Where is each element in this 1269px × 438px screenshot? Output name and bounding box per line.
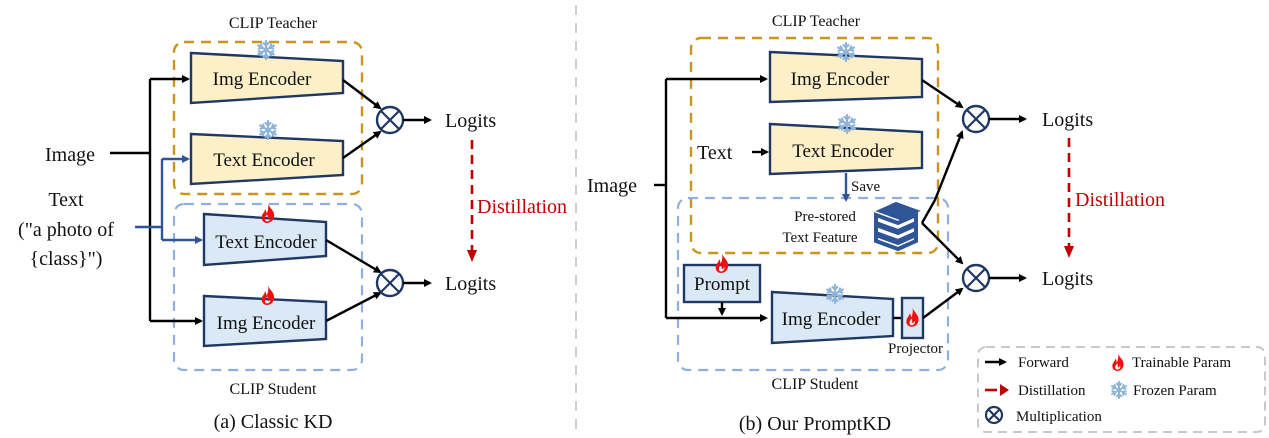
- svg-text:Distillation: Distillation: [1018, 383, 1086, 399]
- student-label-a: CLIP Student: [230, 381, 318, 398]
- student-text-encoder-a: [202, 212, 328, 267]
- student-text-encoder-a-label: Text Encoder: [215, 232, 317, 253]
- teacher-text-encoder-b-label: Text Encoder: [792, 141, 894, 162]
- teacher-img-encoder-b-label: Img Encoder: [791, 69, 890, 90]
- snowflake-icon: [257, 40, 275, 60]
- circled-times-icon: [961, 104, 991, 134]
- logits-bottom-b: Logits: [1042, 268, 1093, 290]
- student-box-a: [172, 202, 364, 372]
- logits-top-b: Logits: [1042, 109, 1093, 131]
- snowflake-icon: [1110, 381, 1128, 399]
- caption-b: (b) Our PromptKD: [739, 413, 891, 435]
- student-img-encoder-b: [770, 290, 895, 345]
- distillation-label-a: Distillation: [477, 196, 567, 218]
- snowflake-icon: [826, 284, 844, 304]
- logits-top-a: Logits: [445, 110, 496, 132]
- snowflake-icon: [837, 42, 855, 62]
- projector-label: Projector: [888, 341, 943, 357]
- flame-icon: [1112, 353, 1124, 371]
- input-text-a-line1: Text: [48, 189, 84, 211]
- logits-bottom-a: Logits: [445, 273, 496, 295]
- books-icon: [874, 201, 921, 252]
- student-img-encoder-a-label: Img Encoder: [217, 313, 316, 334]
- teacher-box-b: [689, 36, 940, 255]
- teacher-label-b: CLIP Teacher: [772, 13, 861, 30]
- input-image-a: Image: [45, 144, 95, 166]
- circled-times-icon: [984, 405, 1004, 425]
- svg-text:Frozen Param: Frozen Param: [1133, 383, 1217, 399]
- student-img-encoder-a: [202, 294, 328, 348]
- distillation-label-b: Distillation: [1075, 189, 1165, 211]
- input-image-b: Image: [587, 175, 637, 197]
- prompt-label: Prompt: [694, 274, 751, 295]
- teacher-img-encoder-a-label: Img Encoder: [213, 69, 312, 90]
- legend: Forward Distillation Multiplication Trai…: [977, 346, 1266, 433]
- snowflake-icon: [838, 114, 856, 134]
- student-box-b: [676, 196, 950, 372]
- teacher-img-encoder-b: [768, 50, 924, 104]
- student-img-encoder-b-label: Img Encoder: [782, 309, 881, 330]
- teacher-box-a: [172, 40, 364, 196]
- legend-forward: Forward: [985, 355, 1069, 371]
- prompt-box: [682, 263, 762, 304]
- svg-text:Multiplication: Multiplication: [1016, 409, 1102, 425]
- input-text-b: Text: [697, 142, 733, 164]
- panel-promptkd: CLIP Teacher CLIP Student Img Encoder Te…: [587, 13, 1165, 435]
- input-text-a-line2: ("a photo of: [18, 219, 114, 241]
- teacher-label-a: CLIP Teacher: [229, 15, 318, 32]
- panel-classic-kd: CLIP Teacher CLIP Student Img Encoder Te…: [18, 15, 567, 433]
- svg-text:Forward: Forward: [1018, 355, 1069, 371]
- teacher-text-encoder-b: [768, 122, 924, 176]
- svg-text:Trainable Param: Trainable Param: [1132, 355, 1231, 371]
- prestored-line1: Pre-stored: [794, 209, 856, 225]
- circled-times-icon: [375, 105, 405, 135]
- circled-times-icon: [375, 268, 405, 298]
- circled-times-icon: [961, 263, 991, 293]
- legend-distillation: Distillation: [985, 383, 1086, 399]
- student-label-b: CLIP Student: [772, 376, 860, 393]
- teacher-text-encoder-a: [189, 132, 345, 186]
- legend-frozen: Frozen Param: [1110, 381, 1217, 399]
- teacher-img-encoder-a: [189, 51, 345, 105]
- legend-multiplication: Multiplication: [984, 405, 1102, 425]
- image-flow-a: [110, 75, 203, 325]
- legend-trainable: Trainable Param: [1112, 353, 1231, 371]
- caption-a: (a) Classic KD: [214, 411, 333, 433]
- prestored-line2: Text Feature: [782, 230, 858, 246]
- save-label: Save: [851, 179, 881, 195]
- input-text-a-line3: {class}"): [30, 248, 103, 270]
- text-flow-a: [135, 155, 203, 244]
- teacher-text-encoder-a-label: Text Encoder: [213, 150, 315, 171]
- snowflake-icon: [259, 120, 277, 140]
